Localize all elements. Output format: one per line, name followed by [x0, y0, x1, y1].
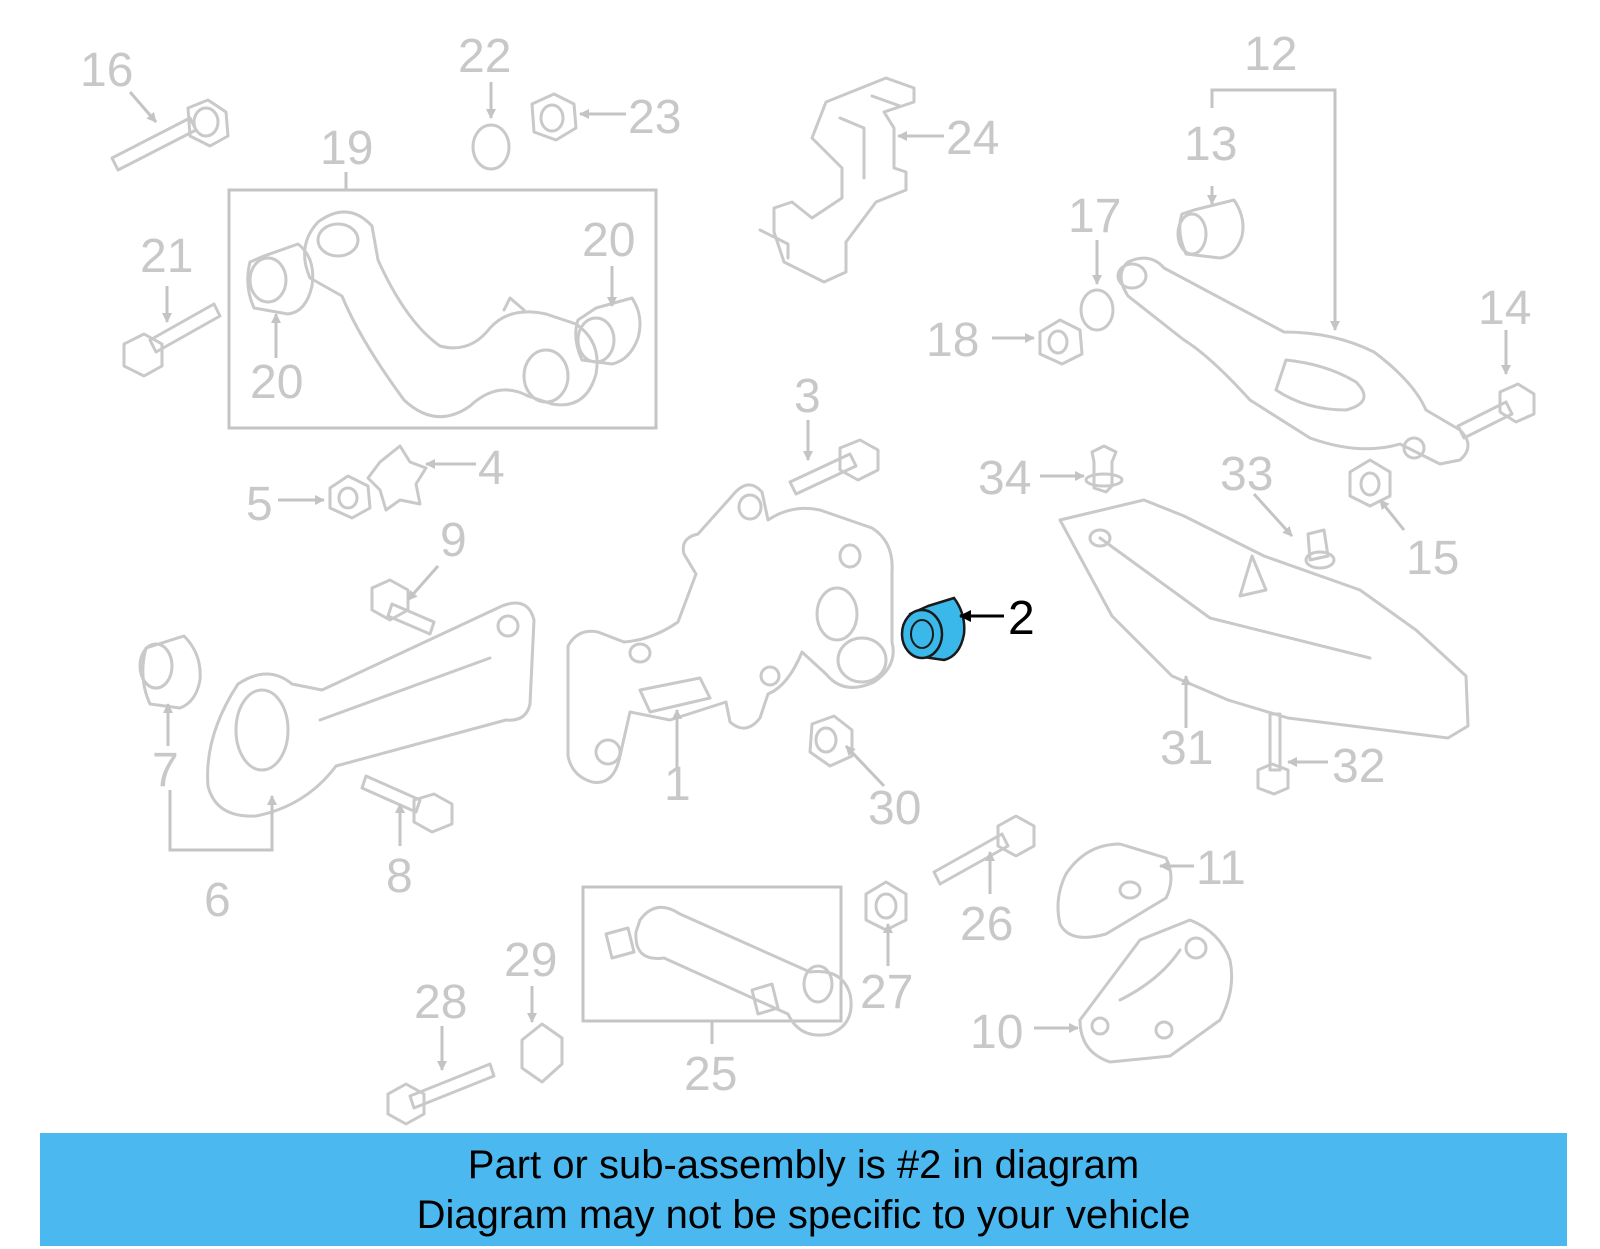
subassembly-box-19 [227, 188, 658, 430]
part-2-bushing-highlighted [900, 596, 966, 662]
part-24-bracket [758, 76, 916, 284]
label-20-right: 20 [582, 214, 635, 267]
label-15: 15 [1406, 532, 1459, 585]
part-5-nut [328, 474, 372, 520]
part-18-nut [1038, 318, 1084, 366]
part-4-plate [366, 444, 428, 512]
label-2: 2 [1008, 592, 1035, 645]
part-28-bolt [386, 1062, 496, 1126]
label-9: 9 [440, 514, 467, 567]
part-32-bolt [1256, 712, 1290, 796]
part-8-bolt [360, 774, 454, 834]
label-27: 27 [860, 966, 913, 1019]
part-34-clip [1084, 444, 1124, 494]
label-33: 33 [1220, 448, 1273, 501]
part-15-nut [1348, 458, 1392, 508]
label-11: 11 [1196, 842, 1246, 895]
bushing-20-right [574, 296, 642, 366]
banner-line-2: Diagram may not be specific to your vehi… [416, 1193, 1191, 1237]
part-19-upper-control-arm [246, 210, 642, 419]
leader-lines [128, 82, 1511, 1071]
label-25: 25 [684, 1048, 737, 1101]
label-10: 10 [970, 1006, 1023, 1059]
label-34: 34 [978, 452, 1031, 505]
info-banner: Part or sub-assembly is #2 in diagram Di… [40, 1133, 1567, 1246]
part-33-stud [1304, 528, 1336, 570]
part-9-bolt [370, 578, 436, 636]
part-10-mount [1078, 918, 1234, 1064]
label-22: 22 [458, 30, 511, 83]
label-30: 30 [868, 782, 921, 835]
part-1-knuckle [566, 483, 895, 784]
label-5: 5 [246, 478, 273, 531]
label-19: 19 [320, 122, 373, 175]
label-7: 7 [152, 744, 179, 797]
label-4: 4 [478, 442, 505, 495]
label-18: 18 [926, 314, 979, 367]
part-21-bolt [122, 302, 222, 378]
part-7-bushing [138, 634, 202, 710]
label-16: 16 [80, 44, 133, 97]
part-22-oring [471, 123, 511, 171]
part-29-plate [520, 1022, 564, 1084]
label-6: 6 [204, 874, 231, 927]
part-3-bolt [788, 438, 880, 496]
label-12: 12 [1244, 28, 1297, 81]
part-23-nut [530, 92, 578, 142]
label-17: 17 [1068, 190, 1121, 243]
label-20-left: 20 [250, 356, 303, 409]
label-3: 3 [794, 370, 821, 423]
label-31: 31 [1160, 722, 1213, 775]
part-27-nut [864, 880, 908, 932]
label-26: 26 [960, 898, 1013, 951]
part-12-lower-control-arm [1116, 256, 1470, 466]
label-21: 21 [140, 230, 193, 283]
part-17-washer [1079, 288, 1115, 332]
part-6-trailing-arm [206, 601, 536, 818]
label-13: 13 [1184, 118, 1237, 171]
part-14-bolt [1456, 382, 1536, 440]
part-30-nut [808, 714, 854, 768]
label-8: 8 [386, 850, 413, 903]
part-25-link [604, 905, 853, 1037]
label-1: 1 [664, 758, 691, 811]
bushing-20-left [246, 242, 315, 316]
label-24: 24 [946, 112, 999, 165]
label-28: 28 [414, 976, 467, 1029]
label-14: 14 [1478, 282, 1531, 335]
label-29: 29 [504, 934, 557, 987]
part-26-bolt [932, 814, 1036, 886]
label-32: 32 [1332, 740, 1385, 793]
callout-labels: 16 22 23 24 19 21 20 20 12 13 17 18 14 1… [80, 28, 1531, 1101]
part-11-cover [1056, 842, 1173, 939]
label-23: 23 [628, 91, 681, 144]
part-13-bushing [1176, 198, 1245, 260]
banner-line-1: Part or sub-assembly is #2 in diagram [467, 1143, 1140, 1187]
part-16-bolt [110, 98, 230, 172]
